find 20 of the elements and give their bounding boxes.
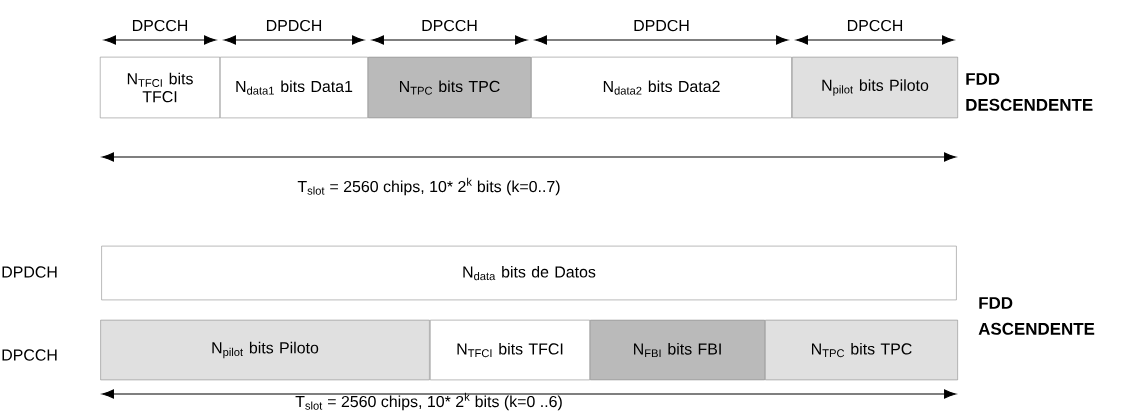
field-box: N$_{data2}$ bits Data2 xyxy=(531,56,792,119)
slot-duration-label: T$_{slot}$ = 2560 chips, 10* 2$^{k}$ bits (k=0 ..6) xyxy=(295,392,562,411)
channel-label: DPCCH xyxy=(848,19,903,32)
field-box: N$_{data1}$ bits Data1 xyxy=(220,56,369,119)
field-box: N$_{TPC}$ bits TPC xyxy=(765,319,958,381)
channel-label: DPDCH xyxy=(2,266,57,278)
field-box: N$_{pilot}$ bits Piloto xyxy=(100,319,430,381)
channel-label: DPCCH xyxy=(2,349,57,361)
field-box: N$_{TFCI}$ bits TFCI xyxy=(99,56,221,119)
field-box: N$_{TFCI}$ bits TFCI xyxy=(430,319,590,381)
slot-duration-label: T$_{slot}$ = 2560 chips, 10* 2$^{k}$ bits (k=0..7) xyxy=(297,177,560,196)
field-box: N$_{TPC}$ bits TPC xyxy=(368,56,531,119)
link-direction-label: FDD ASCENDENTE xyxy=(978,297,1095,335)
field-box: N$_{pilot}$ bits Piloto xyxy=(792,56,958,119)
channel-label: DPDCH xyxy=(267,19,322,32)
field-box: N$_{data}$ bits de Datos xyxy=(101,245,957,301)
channel-label: DPCCH xyxy=(133,19,188,32)
channel-label: DPDCH xyxy=(634,19,689,32)
field-box: N$_{FBI}$ bits FBI xyxy=(590,319,765,381)
channel-label: DPCCH xyxy=(422,19,477,32)
